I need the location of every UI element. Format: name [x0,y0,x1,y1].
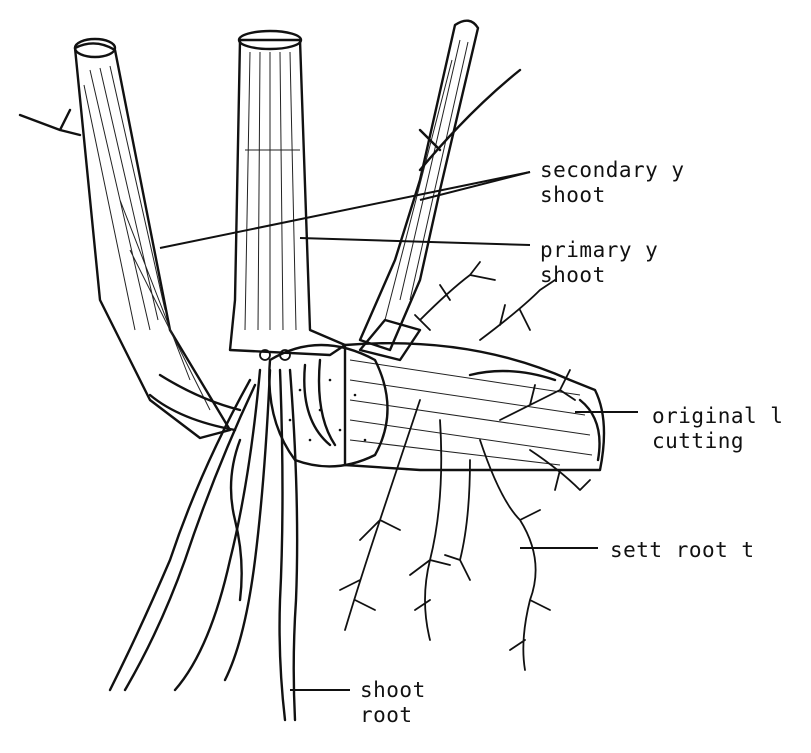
original-cutting-label: original l cutting [652,404,783,454]
shoot-root-label: shoot root [360,678,426,728]
primary-shoot-label: primary y shoot [540,238,658,288]
sett-root-label: sett root t [610,538,755,563]
left-secondary-shoot [20,39,230,438]
secondary-shoot-label: secondary y shoot [540,158,685,208]
base-curve [150,375,240,430]
primary-shoot [230,31,345,355]
original-cutting-body [345,343,604,470]
